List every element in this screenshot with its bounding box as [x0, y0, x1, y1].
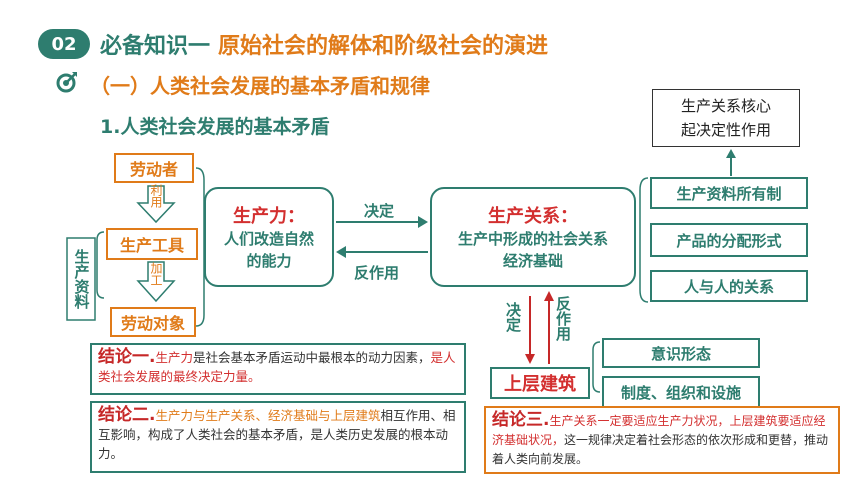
- section-title: （一）人类社会发展的基本矛盾和规律: [90, 74, 430, 98]
- target-icon: [56, 72, 77, 93]
- conclusion-two-title: 结论二.: [98, 405, 156, 425]
- conclusion-two: 结论二.生产力与生产关系、经济基础与上层建筑相互作用、相互影响，构成了人类社会的…: [90, 401, 466, 473]
- core-arrowhead: [726, 149, 736, 158]
- productivity-box: 生产力： 人们改造自然 的能力: [204, 187, 334, 287]
- decides-arrowhead: [418, 216, 428, 228]
- tool-box: 生产工具: [106, 228, 198, 260]
- reacts-up-arrowhead: [544, 291, 554, 301]
- means-label-text: 生产资料: [72, 249, 91, 309]
- relations-part-human: 人与人的关系: [650, 270, 808, 302]
- conclusion-two-red: 生产力与生产关系、经济基础与上层建筑: [155, 408, 381, 423]
- reacts-label: 反作用: [354, 264, 400, 282]
- relations-body-line2: 经济基础: [502, 252, 563, 270]
- decides-label: 决定: [364, 202, 395, 220]
- conclusion-three-red: 生产关系一定要适应生产力状况，上层建筑要适应经济基础状况，: [492, 414, 826, 447]
- object-box: 劳动对象: [110, 307, 196, 337]
- conclusion-one-text: 是社会基本矛盾运动中最根本的动力因素，: [192, 350, 431, 365]
- superstructure-institutions: 制度、组织和设施: [602, 376, 760, 408]
- process-label: 加工: [149, 262, 163, 286]
- productivity-head: 生产力：: [233, 206, 305, 227]
- superstructure-box: 上层建筑: [490, 367, 590, 399]
- relations-head: 生产关系：: [488, 206, 578, 227]
- conclusion-one-title: 结论一.: [98, 347, 156, 367]
- superstructure-ideology: 意识形态: [602, 338, 760, 368]
- reacts-vertical-label: 反作用: [554, 296, 572, 341]
- conclusion-three-text: 这一规律决定着社会形态的依次形成和更替，推动着人类向前发展。: [492, 433, 829, 466]
- decides-vertical-label: 决定: [504, 302, 522, 332]
- title-main: 必备知识一: [100, 34, 211, 59]
- core-note-box: 生产关系核心 起决定性作用: [652, 89, 800, 147]
- means-left-bracket: [96, 231, 105, 299]
- superstructure-bracket: [592, 341, 601, 393]
- relations-box: 生产关系： 生产中形成的社会关系 经济基础: [430, 187, 636, 287]
- conclusion-one: 结论一.生产力是社会基本矛盾运动中最根本的动力因素，是人类社会发展的最终决定力量…: [90, 343, 466, 395]
- reacts-arrowhead: [336, 246, 346, 258]
- means-of-production-label: 生产资料: [69, 240, 93, 318]
- productivity-body-line1: 人们改造自然: [223, 230, 314, 248]
- relations-body-line1: 生产中形成的社会关系: [457, 230, 608, 248]
- decides-down-arrowhead: [525, 354, 535, 364]
- section-number-badge: 02: [38, 29, 90, 59]
- conclusion-three-title: 结论三.: [492, 410, 550, 430]
- page-title: 必备知识一原始社会的解体和阶级社会的演进: [100, 28, 548, 60]
- core-note-line1: 生产关系核心: [680, 97, 771, 115]
- core-note-line2: 起决定性作用: [680, 121, 771, 139]
- use-arrow: [136, 185, 176, 224]
- conclusion-one-highlight: 是人类社会发展的最终决定力量。: [98, 350, 456, 384]
- process-arrow: [136, 261, 176, 303]
- conclusion-two-text: 相互作用、相互影响，构成了人类社会的基本矛盾，是人类历史发展的根本动力。: [98, 408, 456, 461]
- conclusion-three: 结论三.生产关系一定要适应生产力状况，上层建筑要适应经济基础状况，这一规律决定着…: [484, 406, 840, 474]
- labor-box: 劳动者: [114, 153, 194, 183]
- relations-part-ownership: 生产资料所有制: [650, 177, 808, 209]
- subheading: 1.人类社会发展的基本矛盾: [100, 116, 330, 138]
- use-label: 利用: [149, 184, 163, 208]
- means-label-frame: [66, 237, 96, 321]
- productivity-body-line2: 的能力: [246, 252, 292, 270]
- title-highlight: 原始社会的解体和阶级社会的演进: [218, 34, 549, 59]
- relations-bracket: [639, 177, 649, 303]
- conclusion-one-red: 生产力: [155, 350, 193, 365]
- relations-part-distribution: 产品的分配形式: [650, 223, 808, 257]
